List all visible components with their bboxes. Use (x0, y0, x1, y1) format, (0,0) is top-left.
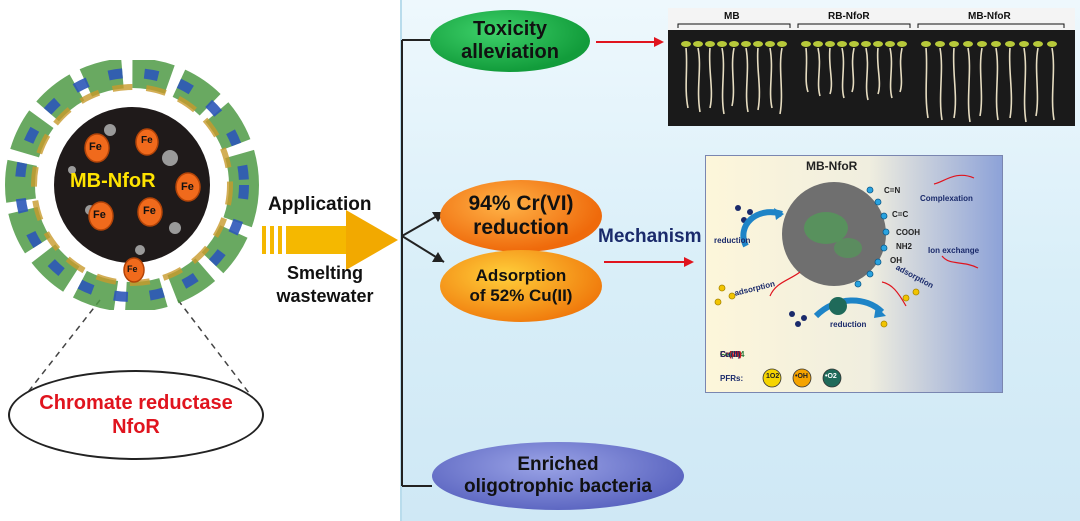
cr-reduction-ellipse: 94% Cr(VI)reduction (440, 180, 602, 252)
toxicity-line2: alleviation (461, 41, 559, 63)
photo-label-mb-nfor: MB-NfoR (968, 11, 1011, 22)
enzyme-name-line2: NfoR (112, 416, 160, 438)
ion-exchange-label: Ion exchange (928, 246, 980, 255)
cu-line1: Adsorption (475, 266, 567, 286)
enzyme-name-line1: Chromate reductase (39, 392, 233, 414)
wastewater-line1: Smelting (286, 263, 363, 283)
reduction-label-left: reduction (714, 236, 751, 245)
fe-label: Fe (89, 141, 102, 153)
bacteria-line1: Enriched (517, 454, 599, 476)
bacteria-line2: oligotrophic bacteria (464, 476, 652, 497)
wastewater-label: Smelting wastewater (262, 262, 388, 307)
reduction-label-bottom: reduction (830, 320, 867, 329)
legend-feo: FeO (720, 350, 736, 359)
pfrs-label: PFRs: (720, 374, 744, 383)
toxicity-line1: Toxicity (472, 18, 548, 40)
fork-arrow-down-head (432, 252, 444, 262)
photo-label-rb-nfor: RB-NfoR (828, 11, 870, 22)
mechanism-label: Mechanism (598, 226, 702, 247)
fe-label: Fe (127, 264, 138, 274)
nanoparticle-figure (5, 60, 259, 310)
cr-line2: reduction (473, 216, 569, 239)
legend-fe3o4: Fe3O4 (720, 350, 745, 359)
application-arrow (262, 210, 398, 270)
mechanism-drawing (714, 174, 979, 388)
fe-label: Fe (93, 209, 106, 221)
cr-line1: 94% Cr(VI) (468, 191, 574, 215)
group-label: COOH (896, 228, 920, 237)
mechanism-panel-title: MB-NfoR (806, 159, 858, 173)
pfr-singlet-oxygen: 1O2 (766, 373, 780, 380)
group-label: OH (890, 256, 902, 265)
cu-dots (854, 186, 890, 288)
protein-ring (5, 60, 259, 310)
enzyme-ellipse: Chromate reductase NfoR (8, 370, 264, 460)
legend-cr3: Cr(III) (720, 350, 741, 359)
fe-label: Fe (143, 205, 156, 217)
fe-particles (84, 128, 201, 283)
dashed-line-left (13, 299, 101, 411)
pfr-superoxide: •O2 (825, 373, 837, 380)
mechanism-panel: MB-NfoR Complexation (705, 155, 1003, 393)
pfr-hydroxyl: •OH (795, 373, 808, 380)
dashed-line-right (177, 299, 263, 411)
fe-label: Fe (181, 181, 194, 193)
cu-line2: of 52% Cu(II) (469, 286, 573, 305)
legend-cu2: Cu(II) (720, 350, 741, 359)
seedling-photo: MB RB-NfoR MB-NfoR (668, 8, 1075, 126)
group-label: C=C (892, 210, 909, 219)
complexation-label: Complexation (920, 194, 973, 203)
group-label: NH2 (896, 242, 913, 251)
group-label: C=N (884, 186, 901, 195)
photo-brackets (677, 23, 1065, 123)
nanoparticle-label: MB-NfoR (70, 170, 156, 192)
wastewater-line2: wastewater (276, 285, 374, 306)
legend-cr6: Cr(VI) (720, 350, 742, 359)
photo-label-mb: MB (724, 11, 740, 22)
fe-label: Fe (141, 135, 153, 146)
application-label: Application (268, 194, 372, 215)
